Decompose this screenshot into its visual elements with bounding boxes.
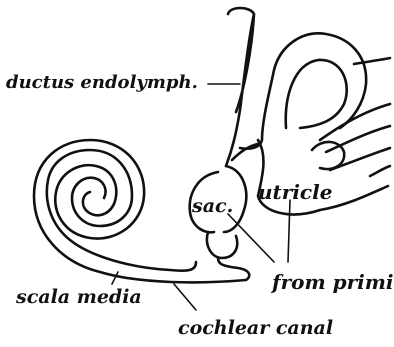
ductus-endolymph-label: ductus endolymph. xyxy=(6,72,198,93)
scala-media-label: scala media xyxy=(15,286,142,308)
ampulla-outline xyxy=(312,142,344,169)
cochlear-canal-label: cochlear canal xyxy=(178,317,333,339)
cochlear-canal-leader-line xyxy=(174,284,196,310)
saccule-label: sac. xyxy=(191,195,233,217)
from-primi-label: from primi xyxy=(270,270,393,294)
canal-crus-bottom xyxy=(370,166,390,176)
canal-crus-top xyxy=(354,58,390,64)
sac-leader-line xyxy=(228,214,274,262)
utricle-leader-line xyxy=(288,200,290,262)
scala-media-leader-line xyxy=(112,272,118,284)
anterior-canal-loop xyxy=(286,60,347,128)
utricle-label: utricle xyxy=(258,180,332,204)
ductus-endolymphaticus-outline xyxy=(226,8,254,166)
canal-crus-upper xyxy=(320,104,390,140)
